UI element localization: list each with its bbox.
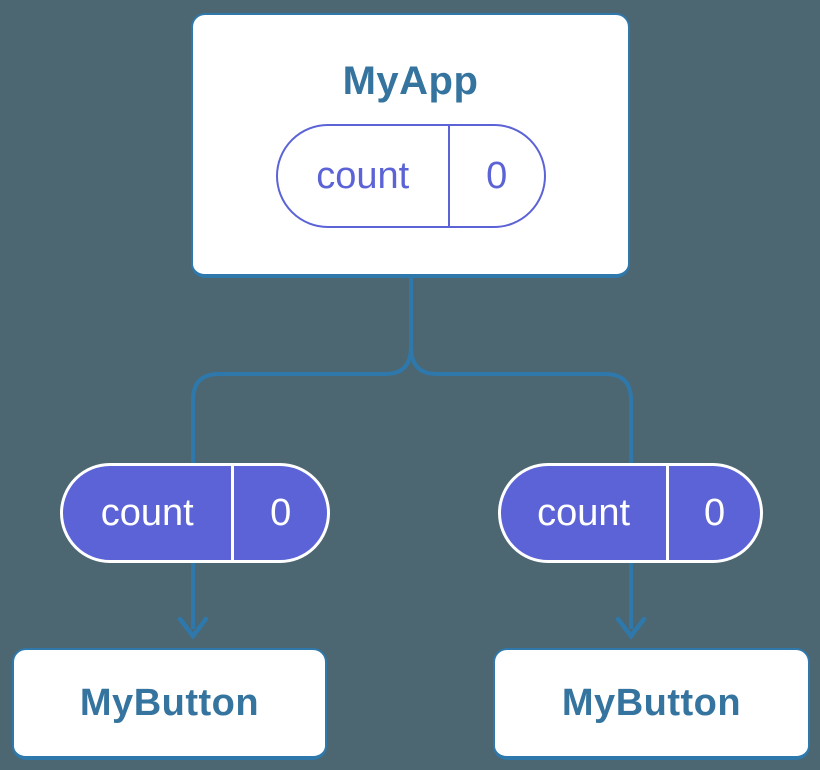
parent-node: MyApp count 0: [191, 13, 630, 278]
child-node-right: MyButton: [493, 648, 810, 760]
prop-name: count: [316, 154, 410, 197]
connector-right: [409, 278, 633, 629]
prop-name: count: [537, 491, 631, 534]
child-node-left: MyButton: [12, 648, 327, 760]
prop-value: 0: [447, 126, 544, 226]
child-node-title: MyButton: [561, 681, 742, 724]
prop-value: 0: [231, 466, 327, 560]
parent-prop-pill: count 0: [275, 124, 546, 228]
prop-name: count: [100, 491, 194, 534]
arrowhead-down-right-icon: [615, 616, 647, 640]
child-prop-pill-left: count 0: [60, 463, 330, 563]
parent-node-title: MyApp: [342, 59, 479, 103]
child-prop-pill-right: count 0: [498, 463, 763, 563]
prop-value: 0: [666, 466, 760, 560]
connector-left: [191, 278, 413, 629]
child-node-title: MyButton: [79, 681, 260, 724]
arrowhead-down-left-icon: [177, 616, 209, 640]
